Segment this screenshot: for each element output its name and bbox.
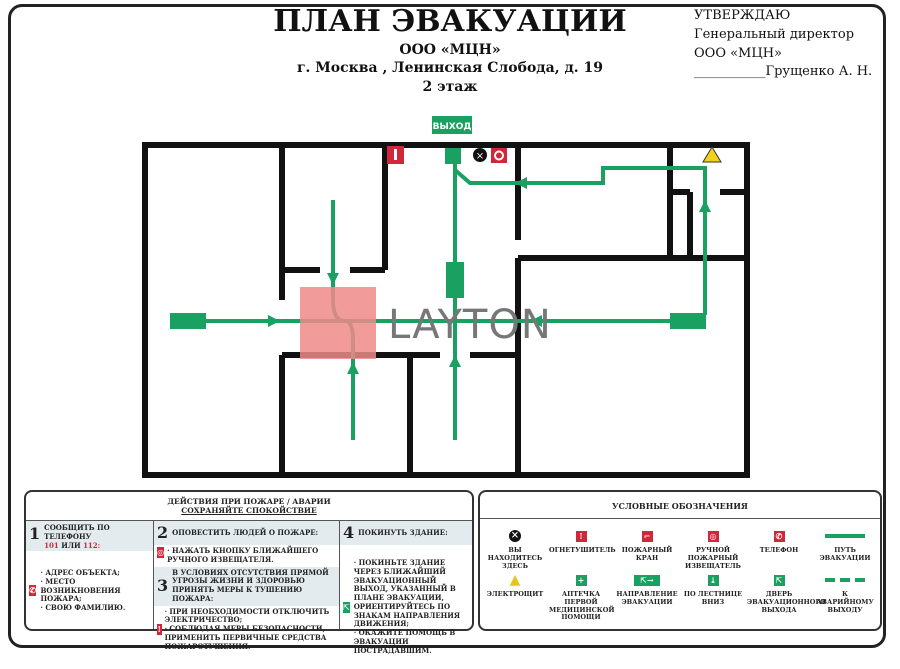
legend-item: + АПТЕЧКА ПЕРВОЙ МЕДИЦИНСКОЙ ПОМОЩИ bbox=[549, 572, 615, 622]
manual-call-point-icon bbox=[491, 148, 507, 163]
step-number: 2 bbox=[157, 523, 169, 542]
step-item: · ПОКИНЬТЕ ЗДАНИЕ ЧЕРЕЗ БЛИЖАЙШИЙ ЭВАКУА… bbox=[353, 558, 461, 629]
legend-panel: УСЛОВНЫЕ ОБОЗНАЧЕНИЯ × ВЫ НАХОДИТЕСЬ ЗДЕС… bbox=[478, 490, 882, 631]
exit-label: ВЫХОД bbox=[433, 122, 472, 132]
plan-frame bbox=[8, 4, 886, 648]
electrical-panel-icon bbox=[702, 146, 722, 163]
approval-line: УТВЕРЖДАЮ bbox=[694, 8, 791, 23]
stairs-down-icon: ⤓ bbox=[681, 572, 745, 588]
path-arrows bbox=[268, 177, 711, 374]
legend-item: ⇱→ НАПРАВЛЕНИЕ ЭВАКУАЦИИ bbox=[615, 572, 679, 607]
floor: 2 этаж bbox=[422, 79, 478, 95]
floor-plan: ВЫХОД × bbox=[142, 116, 750, 478]
exit-door-icon: ⇱ bbox=[747, 572, 811, 588]
manual-call-point-icon: ◎ bbox=[157, 547, 165, 558]
step-item: · МЕСТО ВОЗНИКНОВЕНИЯ ПОЖАРА; bbox=[40, 576, 121, 604]
step-title: СООБЩИТЬ ПО ТЕЛЕФОНУ bbox=[44, 523, 110, 541]
legend-label: ДВЕРЬ ЭВАКУАЦИОННОГО ВЫХОДА bbox=[747, 590, 826, 614]
legend-item: ◎ РУЧНОЙ ПОЖАРНЫЙ ИЗВЕЩАТЕЛЬ bbox=[681, 528, 745, 570]
step-item: · НАЖАТЬ КНОПКУ БЛИЖАЙШЕГО РУЧНОГО ИЗВЕЩ… bbox=[167, 546, 319, 564]
phone-number: 112: bbox=[83, 540, 101, 550]
legend-label: ПОЖАРНЫЙ КРАН bbox=[621, 546, 673, 562]
watermark-logo bbox=[300, 287, 376, 359]
you-are-here-icon bbox=[473, 148, 487, 162]
legend-item: × ВЫ НАХОДИТЕСЬ ЗДЕСЬ bbox=[483, 528, 547, 570]
watermark-text: LAYTON bbox=[388, 302, 552, 348]
fire-actions-panel: ДЕЙСТВИЯ ПРИ ПОЖАРЕ / АВАРИИ СОХРАНЯЙТЕ … bbox=[24, 490, 474, 654]
legend-item: ✆ ТЕЛЕФОН bbox=[747, 528, 811, 555]
legend-item: ▲ ЭЛЕКТРОЩИТ bbox=[483, 572, 547, 599]
legend-label: ЭЛЕКТРОЩИТ bbox=[486, 590, 544, 598]
legend-item: ⇱ ДВЕРЬ ЭВАКУАЦИОННОГО ВЫХОДА bbox=[747, 572, 826, 614]
first-aid-icon: + bbox=[549, 572, 613, 588]
phone-number: 101 bbox=[44, 540, 59, 550]
legend-item: ⌐ ПОЖАРНЫЙ КРАН bbox=[615, 528, 679, 563]
fire-extinguisher-icon: ! bbox=[157, 623, 162, 635]
phone-icon: ✆ bbox=[747, 528, 811, 544]
step-item: · СВОЮ ФАМИЛИЮ. bbox=[40, 603, 126, 612]
legend-label: ВЫ НАХОДИТЕСЬ ЗДЕСЬ bbox=[487, 546, 543, 570]
legend-label: РУЧНОЙ ПОЖАРНЫЙ ИЗВЕЩАТЕЛЬ bbox=[685, 546, 741, 570]
step-number: 3 bbox=[157, 576, 169, 595]
exit-door-icon: ⇱ bbox=[343, 601, 350, 613]
actions-title: ДЕЙСТВИЯ ПРИ ПОЖАРЕ / АВАРИИ bbox=[167, 497, 331, 506]
step-title: В УСЛОВИЯХ ОТСУТСТВИЯ ПРЯМОЙ УГРОЗЫ ЖИЗН… bbox=[172, 567, 329, 603]
evacuation-direction-icon: ⇱→ bbox=[615, 572, 679, 588]
step-title: ПОКИНУТЬ ЗДАНИЕ: bbox=[358, 527, 448, 537]
legend-label: НАПРАВЛЕНИЕ ЭВАКУАЦИИ bbox=[616, 590, 678, 606]
emergency-exit-path-icon bbox=[813, 572, 877, 588]
approval-line: ООО «МЦН» bbox=[694, 46, 782, 61]
legend-item: ! ОГНЕТУШИТЕЛЬ bbox=[549, 528, 616, 555]
actions-subtitle: СОХРАНЯЙТЕ СПОКОЙСТВИЕ bbox=[181, 506, 317, 516]
organization: ООО «МЦН» bbox=[399, 42, 501, 58]
phone-icon: ✆ bbox=[29, 585, 37, 597]
electrical-panel-icon: ▲ bbox=[509, 571, 521, 588]
step-item: · СОБЛЮДАЯ МЕРЫ БЕЗОПАСНОСТИ, ПРИМЕНИТЬ … bbox=[164, 624, 327, 651]
you-are-here-icon: × bbox=[509, 530, 521, 542]
exit-sign bbox=[432, 116, 472, 134]
legend-label: ПО ЛЕСТНИЦЕ ВНИЗ bbox=[683, 590, 743, 606]
step-item: · АДРЕС ОБЪЕКТА; bbox=[40, 568, 120, 577]
step-number: 4 bbox=[343, 523, 355, 542]
step-item: · ОКАЖИТЕ ПОМОЩЬ В ЭВАКУАЦИИ ПОСТРАДАВШИ… bbox=[353, 628, 456, 655]
manual-call-point-icon: ◎ bbox=[681, 528, 745, 544]
legend-label: ОГНЕТУШИТЕЛЬ bbox=[549, 546, 616, 554]
signature-line: ___________Грущенко А. Н. bbox=[694, 64, 873, 79]
approval-line: Генеральный директор bbox=[694, 27, 855, 42]
evacuation-direction-icon bbox=[670, 313, 706, 329]
address: г. Москва , Ленинская Слобода, д. 19 bbox=[296, 60, 604, 76]
legend-label: АПТЕЧКА ПЕРВОЙ МЕДИЦИНСКОЙ ПОМОЩИ bbox=[549, 590, 615, 622]
step-title: ОПОВЕСТИТЬ ЛЮДЕЙ О ПОЖАРЕ: bbox=[172, 527, 319, 537]
legend-item: К АВАРИЙНОМУ ВЫХОДУ bbox=[813, 572, 877, 614]
page-title: ПЛАН ЭВАКУАЦИИ bbox=[273, 4, 627, 39]
legend-label: К АВАРИЙНОМУ ВЫХОДУ bbox=[816, 590, 874, 614]
or-text: ИЛИ bbox=[58, 540, 84, 550]
fire-extinguisher-icon: ! bbox=[549, 528, 613, 544]
step-number: 1 bbox=[29, 524, 41, 543]
legend-label: ТЕЛЕФОН bbox=[759, 546, 799, 554]
legend-item: ⤓ ПО ЛЕСТНИЦЕ ВНИЗ bbox=[681, 572, 745, 607]
fire-hydrant-icon: ⌐ bbox=[615, 528, 679, 544]
step-item: · ПРИ НЕОБХОДИМОСТИ ОТКЛЮЧИТЬ ЭЛЕКТРИЧЕС… bbox=[164, 606, 330, 625]
legend-title: УСЛОВНЫЕ ОБОЗНАЧЕНИЯ bbox=[480, 492, 880, 519]
legend-label: ПУТЬ ЭВАКУАЦИИ bbox=[819, 546, 871, 562]
evacuation-path-icon bbox=[813, 528, 877, 544]
evacuation-direction-icon bbox=[446, 262, 464, 298]
svg-text:×: × bbox=[476, 151, 484, 162]
exit-door-icon bbox=[445, 148, 461, 164]
evacuation-direction-icon bbox=[170, 313, 206, 329]
legend-item: ПУТЬ ЭВАКУАЦИИ bbox=[813, 528, 877, 563]
